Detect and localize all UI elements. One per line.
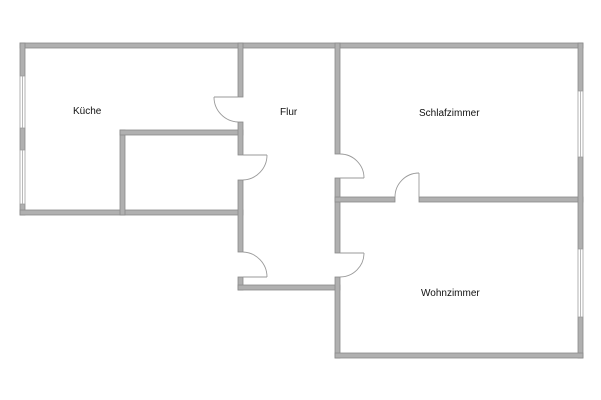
wall-right-3 <box>577 316 584 359</box>
door-schlafzimmer[interactable] <box>339 153 365 179</box>
wall-divider-left <box>334 196 396 203</box>
wall-divider-right <box>418 196 584 203</box>
wall-left-kueche <box>19 42 26 77</box>
wall-flur-left-3 <box>237 179 244 253</box>
window-wohnzimmer <box>577 248 584 318</box>
window-kueche-1 <box>19 75 26 129</box>
wall-bottom-wohnzimmer <box>334 352 584 359</box>
wall-abstellraum-left <box>119 129 126 216</box>
door-wohnzimmer[interactable] <box>339 252 365 278</box>
door-divider[interactable] <box>394 172 420 198</box>
room-label-wohnzimmer: Wohnzimmer <box>421 288 480 299</box>
room-labels: Küche Flur Schlafzimmer Wohnzimmer <box>73 106 480 299</box>
room-label-flur: Flur <box>280 107 298 118</box>
wall-flur-left-1 <box>237 42 244 98</box>
wall-top-outer <box>19 42 584 49</box>
walls <box>19 42 584 359</box>
door-kueche[interactable] <box>213 96 239 123</box>
door-abstellraum[interactable] <box>242 154 268 181</box>
windows <box>19 75 584 318</box>
wall-abstellraum-top <box>119 129 244 136</box>
wall-right-2 <box>577 156 584 250</box>
window-schlafzimmer <box>577 90 584 158</box>
wall-left-kueche-mid <box>19 127 26 151</box>
wall-right-1 <box>577 42 584 92</box>
wall-flur-left-2 <box>237 121 244 156</box>
door-flur-lower-left[interactable] <box>242 251 268 278</box>
wall-flur-bottom <box>237 284 341 291</box>
room-label-kueche: Küche <box>73 106 102 117</box>
doors <box>213 96 420 278</box>
room-label-schlafzimmer: Schlafzimmer <box>419 108 480 119</box>
wall-bottom-kueche <box>19 209 244 216</box>
wall-flur-right-3 <box>334 276 341 359</box>
wall-flur-right-2 <box>334 177 341 254</box>
window-kueche-2 <box>19 149 26 205</box>
wall-flur-right-1 <box>334 42 341 155</box>
